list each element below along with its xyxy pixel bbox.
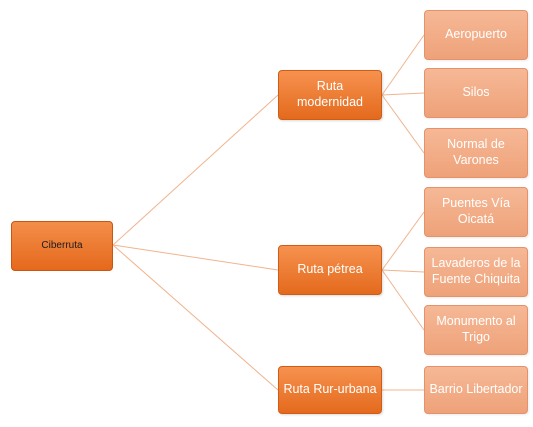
leaf-node-lavaderos: Lavaderos de la Fuente Chiquita	[424, 247, 528, 297]
connector-petrea-to-monumento	[381, 269, 425, 331]
leaf-node-label: Normal de Varones	[447, 137, 505, 167]
leaf-node-normal-de-varones: Normal de Varones	[424, 128, 528, 178]
leaf-node-label: Puentes Vía Oicatá	[441, 196, 511, 226]
connector-petrea-to-lavaderos	[381, 269, 425, 273]
leaf-node-puentes-via-oicata: Puentes Vía Oicatá	[424, 187, 528, 237]
leaf-node-label: Silos	[462, 85, 490, 100]
branch-node-label: Ruta Rur-urbana	[283, 382, 377, 397]
connector-root-to-rururbana	[112, 244, 279, 391]
branch-node-petrea: Ruta pétrea	[278, 245, 382, 295]
branch-node-rururbana: Ruta Rur-urbana	[278, 366, 382, 414]
leaf-node-silos: Silos	[424, 68, 528, 118]
leaf-node-label: Aeropuerto	[445, 27, 507, 42]
branch-node-modernidad: Ruta modernidad	[278, 70, 382, 120]
connector-modernidad-to-silos	[381, 92, 425, 96]
connector-root-to-modernidad	[112, 94, 279, 246]
connector-modernidad-to-aeropuerto	[381, 34, 425, 96]
connector-modernidad-to-normal	[381, 94, 425, 154]
leaf-node-label: Monumento al Trigo	[436, 314, 516, 344]
root-node-label: Ciberruta	[41, 239, 83, 251]
leaf-node-aeropuerto: Aeropuerto	[424, 10, 528, 60]
connector-root-to-petrea	[112, 244, 279, 271]
connector-petrea-to-puentes	[381, 211, 425, 271]
leaf-node-label: Barrio Libertador	[429, 382, 523, 397]
leaf-node-monumento-al-trigo: Monumento al Trigo	[424, 305, 528, 355]
branch-node-label: Ruta modernidad	[296, 79, 363, 109]
branch-node-label: Ruta pétrea	[297, 262, 363, 277]
root-node: Ciberruta	[11, 221, 113, 271]
leaf-node-barrio-libertador: Barrio Libertador	[424, 366, 528, 414]
leaf-node-label: Lavaderos de la Fuente Chiquita	[431, 256, 521, 286]
